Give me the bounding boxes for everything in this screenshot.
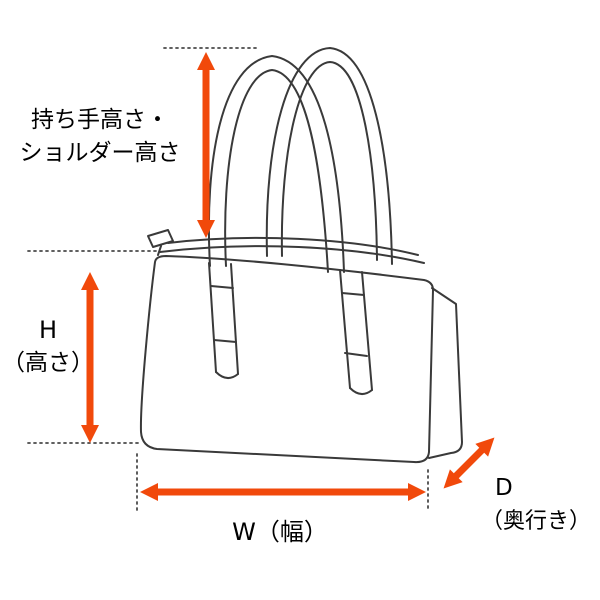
zipper-pull-tail xyxy=(157,245,162,256)
bag-strap-right-edge2 xyxy=(361,271,373,391)
handle-height-label-line1: 持ち手高さ・ xyxy=(31,107,169,133)
bag-back-handle-outer xyxy=(265,47,393,265)
handle-height-label: 持ち手高さ・ ショルダー高さ xyxy=(8,104,192,170)
guide-lines xyxy=(27,47,429,513)
bag-strap-right-cap xyxy=(349,387,373,395)
bag-strap-left-stitch xyxy=(213,339,237,343)
bag-strap-left-edge1 xyxy=(208,262,217,373)
zipper-pull-icon xyxy=(147,229,174,248)
bag-strap-right-stitch-top xyxy=(341,292,365,296)
height-label: H （高さ） xyxy=(0,314,96,380)
bag-strap-left-stitch-top xyxy=(210,285,234,289)
handle-height-label-line2: ショルダー高さ xyxy=(19,140,181,166)
bag-width-arrow xyxy=(140,483,426,501)
handle-height-arrow xyxy=(197,52,215,238)
bag-front-handle-outer xyxy=(207,55,345,273)
bag-depth-arrow xyxy=(443,437,495,489)
bag-strap-left-cap xyxy=(215,371,239,379)
bag-height-arrow xyxy=(81,272,99,443)
bag-back-handle-inner xyxy=(280,61,378,261)
width-label: W（幅） xyxy=(232,518,328,546)
bag-front-face xyxy=(139,255,434,464)
depth-label-letter: D xyxy=(495,475,513,501)
bag-zipper-line xyxy=(159,245,425,264)
depth-label: D （奥行き） xyxy=(481,472,591,538)
bag-strap-right-stitch xyxy=(344,352,368,357)
height-label-unit: （高さ） xyxy=(2,350,94,376)
depth-label-unit: （奥行き） xyxy=(481,509,592,534)
bag-strap-right-edge1 xyxy=(339,269,351,389)
bag-top-opening-line xyxy=(167,236,419,256)
bag-strap-left-edge2 xyxy=(230,263,239,375)
bag-illustration xyxy=(139,47,463,464)
height-label-letter: H xyxy=(38,316,58,344)
bag-front-handle-inner xyxy=(224,69,329,273)
bag-side-face xyxy=(428,287,463,459)
measurement-arrows xyxy=(81,52,495,501)
